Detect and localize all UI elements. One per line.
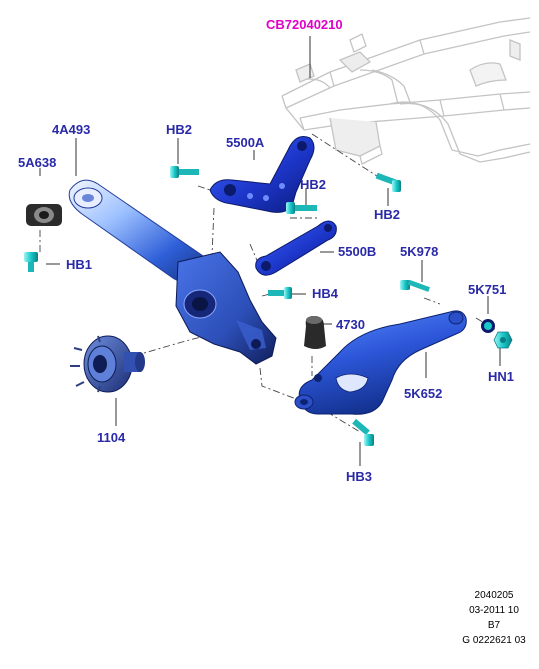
callout-subframe: CB72040210 [266,17,343,32]
footer-line-3: B7 [487,620,501,631]
callout-5a638: 5A638 [18,155,57,170]
callout-hb2-top: HB2 [166,122,193,137]
footer-line-4: G 0222621 03 [462,635,526,646]
lower-arm-5k652 [294,310,467,415]
bushing-5a638 [26,204,62,226]
bolt-hb3 [352,418,374,446]
spring-pad-4730 [304,316,326,349]
bolt-hb4 [268,287,292,299]
subframe-ghost [281,17,531,165]
callout-5k652: 5K652 [404,386,443,401]
callout-5k751: 5K751 [468,282,507,297]
bolt-hb1 [24,252,38,272]
footer-line-2: 03-2011 10 [469,605,519,616]
upper-arm-5500b [255,220,337,276]
callout-hb2-right: HB2 [374,207,401,222]
callout-4a493: 4A493 [52,122,91,137]
callout-1104: 1104 [97,430,126,445]
knuckle [175,251,277,365]
callout-5500a: 5500A [226,135,265,150]
callout-5500b: 5500B [338,244,377,259]
leader-lines [39,36,501,466]
bushing-5k751 [481,319,495,333]
callout-hb1: HB1 [66,257,93,272]
callout-4730: 4730 [336,317,365,332]
callout-hb3: HB3 [346,469,373,484]
footer-line-1: 2040205 [474,590,514,601]
upper-arm-5500a [209,136,315,213]
callout-hn1: HN1 [488,369,515,384]
bolt-hb2-right [375,172,401,192]
hub-1104 [70,335,145,393]
callout-hb2-mid: HB2 [300,177,327,192]
callout-hb4: HB4 [312,286,339,301]
bolt-5k978 [400,279,430,292]
nut-hn1 [493,331,513,349]
bolt-hb2-mid [286,202,317,214]
bolt-hb2-top [170,166,199,178]
callout-5k978: 5K978 [400,244,439,259]
